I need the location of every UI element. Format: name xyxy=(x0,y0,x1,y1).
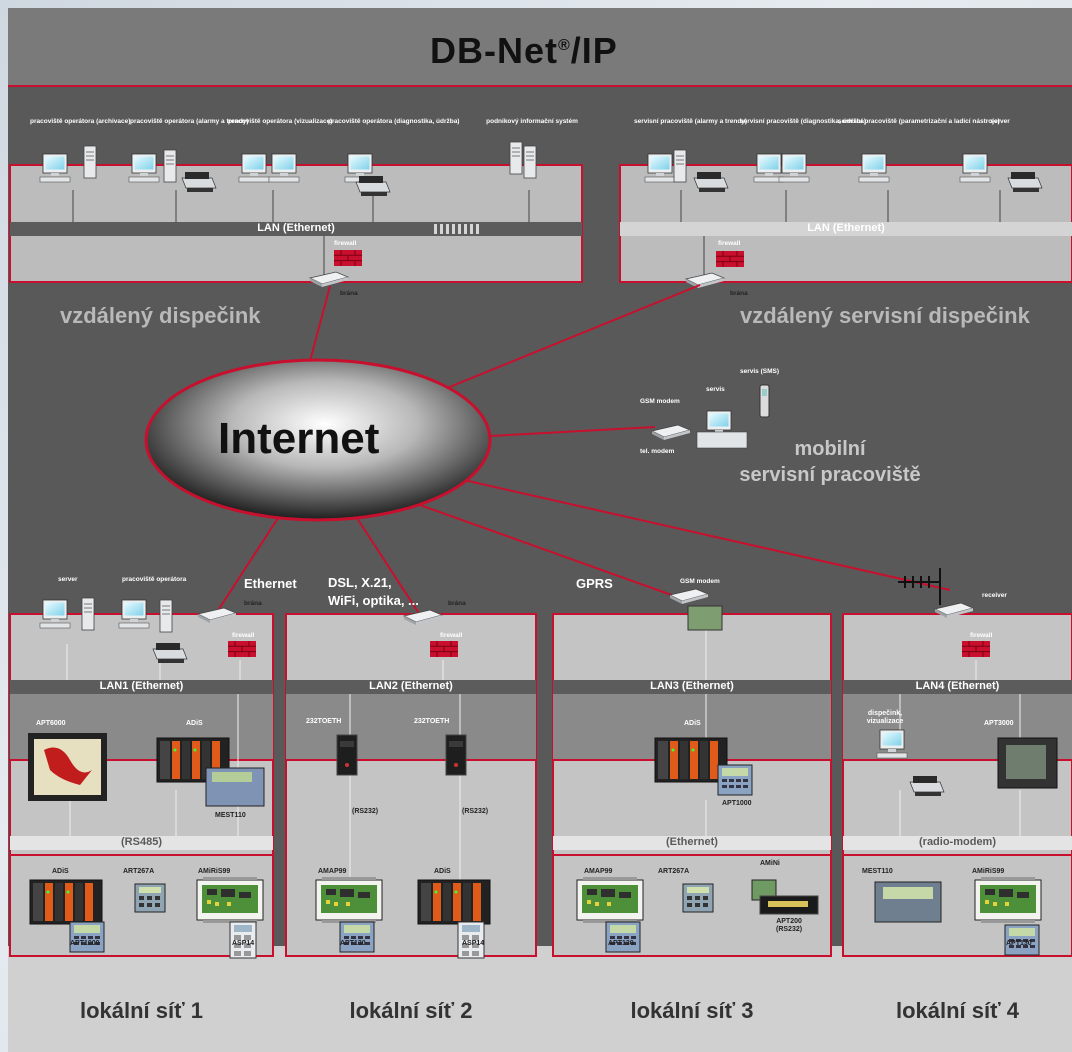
amap99-label-lan3: AMAP99 xyxy=(584,868,613,875)
art267a-label-lan1: ART267A xyxy=(123,868,155,875)
gsm-modem-label-mobile: GSM modem xyxy=(640,398,680,405)
service-sms-label: servis (SMS) xyxy=(740,368,780,375)
apt130-label-lan4: APT130 xyxy=(1006,940,1032,947)
apt3000-label: APT3000 xyxy=(984,720,1014,727)
lan3-bus-label: LAN3 (Ethernet) xyxy=(650,680,734,692)
receiver-label: receiver xyxy=(982,592,1007,599)
remote-service-caption: vzdálený servisní dispečink xyxy=(740,303,1030,328)
apt130-label-lan3: APT130 xyxy=(608,940,634,947)
232toeth-label-1: 232TOETH xyxy=(306,718,342,725)
server-label-lan1: server xyxy=(58,576,78,583)
ws-archive-label: pracoviště operátora (archivace) xyxy=(30,118,131,125)
link-gprs-label: GPRS xyxy=(576,576,613,591)
svc-tools-label: servisní pracoviště (parametrizační a la… xyxy=(838,118,1000,125)
mest110-label-lan4: MEST110 xyxy=(862,868,893,875)
mobile-caption-line2: servisní pracoviště xyxy=(739,464,921,486)
local-network-2-caption: lokální síť 2 xyxy=(349,998,473,1023)
link-dsl-label: DSL, X.21, WiFi, optika, ... xyxy=(328,574,419,610)
diagram-title: DB-Net®/IP xyxy=(430,30,618,72)
operator-ws-label-lan1: pracoviště operátora xyxy=(122,576,187,583)
amiris99-label-lan1: AMiRiS99 xyxy=(198,868,231,875)
title-suffix-text: /IP xyxy=(570,30,618,71)
radio-modem-bus-label: (radio-modem) xyxy=(919,836,996,848)
232toeth-label-2: 232TOETH xyxy=(414,718,450,725)
adis-label-lan1-low: ADiS xyxy=(52,868,69,875)
lan4-bus-label: LAN4 (Ethernet) xyxy=(915,680,1000,692)
firewall-label-tr: firewall xyxy=(718,240,741,247)
link-dsl-line2: WiFi, optika, ... xyxy=(328,593,419,608)
apt1000-label-lan3: APT1000 xyxy=(722,800,752,807)
dispatch-vis-line2: vizualizace xyxy=(866,718,904,725)
dispatch-visualization-label: dispečink, vizualizace xyxy=(860,710,910,726)
svc-alarms-label: servisní pracoviště (alarmy a trendy) xyxy=(634,118,748,125)
apt1000-label-lan1: APT1000 xyxy=(70,940,100,947)
mobile-caption-line1: mobilní xyxy=(794,438,866,460)
apt200-line2: (RS232) xyxy=(776,926,803,933)
firewall-label-lan1: firewall xyxy=(232,632,255,639)
service-label: servis xyxy=(706,386,725,393)
rs232-label-2: (RS232) xyxy=(462,808,489,815)
gateway-label-lan2: brána xyxy=(448,600,466,607)
title-main-text: DB-Net xyxy=(430,30,558,71)
enterprise-is-label: podnikový informační systém xyxy=(486,118,578,125)
gateway-label-tl: brána xyxy=(340,290,358,297)
tel-modem-label: tel. modem xyxy=(640,448,675,455)
amiris99-label-lan4: AMiRiS99 xyxy=(972,868,1005,875)
mobile-workstation-caption: mobilní servisní pracoviště xyxy=(720,436,940,488)
ws-alarms-label: pracoviště operátora (alarmy a trendy) xyxy=(130,118,249,125)
asp14-label-lan1: ASP14 xyxy=(232,940,255,947)
firewall-label-lan4: firewall xyxy=(970,632,993,639)
local-network-1-caption: lokální síť 1 xyxy=(79,998,204,1023)
firewall-label-lan2: firewall xyxy=(440,632,463,639)
amap99-label-lan2: AMAP99 xyxy=(318,868,347,875)
ws-visualization-label: pracoviště operátora (vizualizace) xyxy=(228,118,333,125)
rs232-label-1: (RS232) xyxy=(352,808,379,815)
lan-top-left-label: LAN (Ethernet) xyxy=(257,222,335,234)
remote-dispatch-caption: vzdálený dispečink xyxy=(60,303,261,328)
link-ethernet-label: Ethernet xyxy=(244,576,297,591)
adis-label-lan1: ADiS xyxy=(186,720,203,727)
apt200-line1: APT200 xyxy=(776,918,802,925)
asp14-label-lan2: ASP14 xyxy=(462,940,485,947)
apt200-label: APT200 (RS232) xyxy=(776,918,802,934)
mest110-label-lan1: MEST110 xyxy=(215,812,246,819)
registered-mark: ® xyxy=(558,37,571,54)
svc-server-label: server xyxy=(990,118,1010,125)
gateway-label-tr: brána xyxy=(730,290,748,297)
ethernet-sub-bus-label: (Ethernet) xyxy=(666,836,718,848)
apt6000-label: APT6000 xyxy=(36,720,66,727)
firewall-label-tl: firewall xyxy=(334,240,357,247)
local-network-3-caption: lokální síť 3 xyxy=(630,998,754,1023)
link-dsl-line1: DSL, X.21, xyxy=(328,575,392,590)
rs485-bus-label: (RS485) xyxy=(121,836,162,848)
gateway-label-lan1: brána xyxy=(244,600,262,607)
lan-top-right-label: LAN (Ethernet) xyxy=(807,222,885,234)
apt130-label-lan2: APT130 xyxy=(340,940,366,947)
lan1-bus-label: LAN1 (Ethernet) xyxy=(99,680,184,692)
local-network-4-caption: lokální síť 4 xyxy=(895,998,1020,1023)
art267a-label-lan3: ART267A xyxy=(658,868,690,875)
internet-label: Internet xyxy=(218,414,380,463)
amini-label: AMiNi xyxy=(760,860,780,867)
adis-label-lan3: ADiS xyxy=(684,720,701,727)
dispatch-vis-line1: dispečink, xyxy=(867,710,903,717)
ws-diagnostics-label: pracoviště operátora (diagnostika, údržb… xyxy=(328,118,460,125)
lan2-bus-label: LAN2 (Ethernet) xyxy=(369,680,453,692)
svc-diagnostics-label: servisní pracoviště (diagnostika, údržba… xyxy=(740,118,867,125)
gsm-modem-label-lan3: GSM modem xyxy=(680,578,720,585)
adis-label-lan2: ADiS xyxy=(434,868,451,875)
